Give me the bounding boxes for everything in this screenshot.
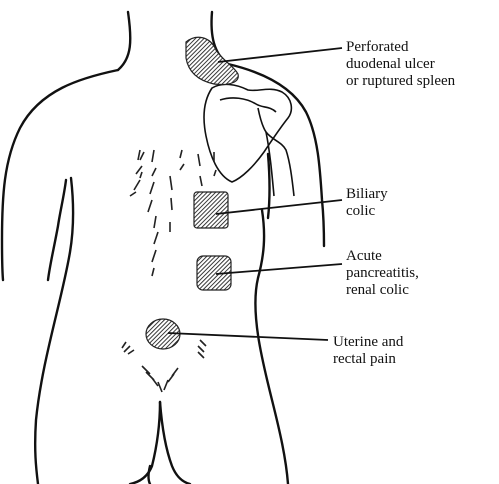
leader-line-shoulder: [217, 47, 343, 63]
gluteal-cleft-right: [158, 400, 192, 484]
label-line: Uterine and: [333, 334, 404, 350]
label-line: rectal pain: [333, 351, 396, 367]
label-line: Perforated: [346, 39, 409, 55]
gluteal-fold: [147, 464, 152, 484]
label-line: duodenal ulcer: [346, 56, 435, 72]
leader-line-pancreas: [215, 263, 343, 275]
spine-markings: [129, 149, 217, 277]
label-sacral-region: Uterine and rectal pain: [333, 334, 403, 368]
label-line: colic: [346, 203, 376, 219]
leader-line-biliary: [215, 199, 343, 215]
label-shoulder-region: Perforated duodenal ulcer or ruptured sp…: [346, 39, 455, 90]
label-pancreas-region: Acute pancreatitis, renal colic: [346, 248, 419, 299]
gluteal-cleft: [128, 400, 162, 484]
leader-line-sacral: [167, 332, 329, 341]
left-shoulder-outline: [0, 68, 120, 282]
scapula-right: [203, 83, 295, 197]
label-line: renal colic: [346, 282, 409, 298]
label-line: pancreatitis,: [346, 265, 419, 281]
label-biliary-region: Biliary colic: [346, 186, 388, 220]
sacral-markings: [121, 339, 207, 393]
label-line: Acute: [346, 248, 382, 264]
neck-left-outline: [116, 10, 132, 72]
right-shoulder-outline: [226, 62, 326, 248]
left-arm-inner-outline: [46, 178, 68, 282]
left-torso-outline: [33, 176, 75, 484]
right-torso-outline: [254, 208, 290, 484]
pain-area-shoulder: [185, 36, 239, 86]
label-line: Biliary: [346, 186, 388, 202]
pain-area-biliary: [193, 191, 229, 229]
label-line: or ruptured spleen: [346, 73, 456, 89]
right-arm-inner-outline: [266, 152, 271, 220]
